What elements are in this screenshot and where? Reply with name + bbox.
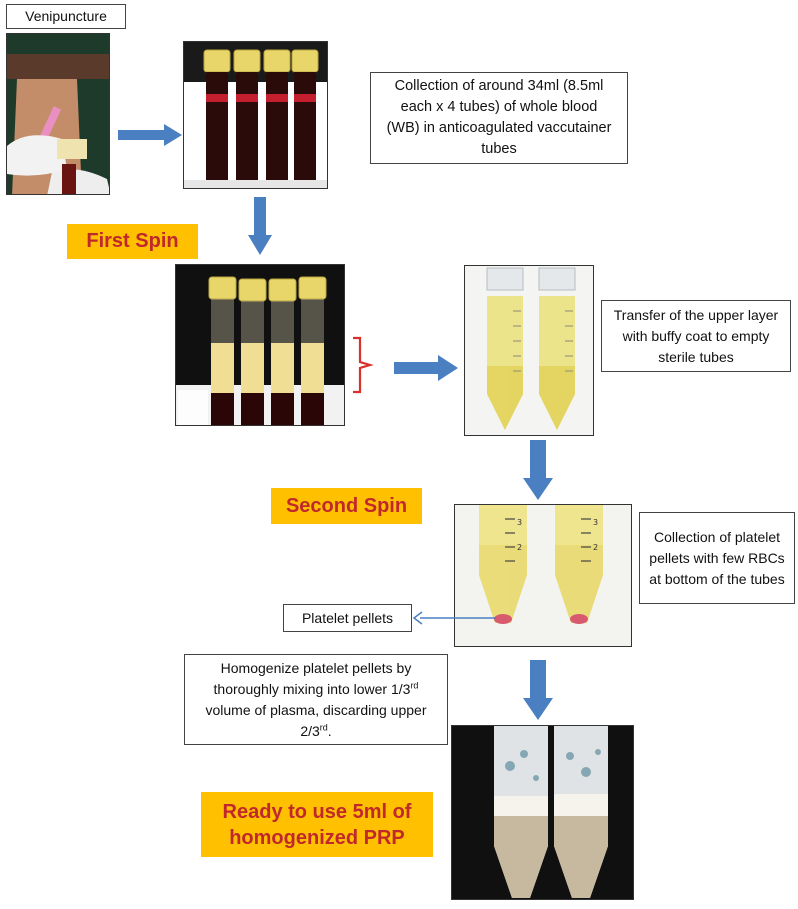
bracket-icon	[353, 336, 374, 394]
collection-description: Collection of around 34ml (8.5ml each x …	[370, 72, 628, 164]
venipuncture-photo	[6, 33, 110, 195]
homogenize-text: Homogenize platelet pellets by thoroughl…	[205, 659, 427, 739]
transfer-description: Transfer of the upper layer with buffy c…	[601, 300, 791, 372]
svg-text:3: 3	[517, 518, 522, 527]
first-spin-tubes-photo	[175, 264, 345, 426]
homogenized-prp-photo	[451, 725, 634, 900]
plasma-tubes-photo	[464, 265, 594, 436]
first-spin-label: First Spin	[67, 224, 198, 259]
second-spin-label: Second Spin	[271, 488, 422, 524]
whole-blood-tubes-photo	[183, 41, 328, 189]
platelet-pellet-tubes-photo: 3 2 3 2	[454, 504, 632, 647]
arrow-right-icon	[394, 355, 458, 381]
svg-text:2: 2	[517, 543, 522, 552]
svg-text:2: 2	[593, 543, 598, 552]
pellet-collection-description: Collection of platelet pellets with few …	[639, 512, 795, 604]
svg-text:3: 3	[593, 518, 598, 527]
arrow-left-icon	[412, 611, 496, 625]
arrow-down-icon	[523, 660, 553, 720]
arrow-down-icon	[523, 440, 553, 500]
homogenize-description: Homogenize platelet pellets by thoroughl…	[184, 654, 448, 745]
platelet-pellets-label: Platelet pellets	[283, 604, 412, 632]
ready-prp-label: Ready to use 5ml of homogenized PRP	[201, 792, 433, 857]
venipuncture-label: Venipuncture	[6, 4, 126, 29]
arrow-right-icon	[118, 124, 182, 146]
arrow-down-icon	[248, 197, 272, 255]
